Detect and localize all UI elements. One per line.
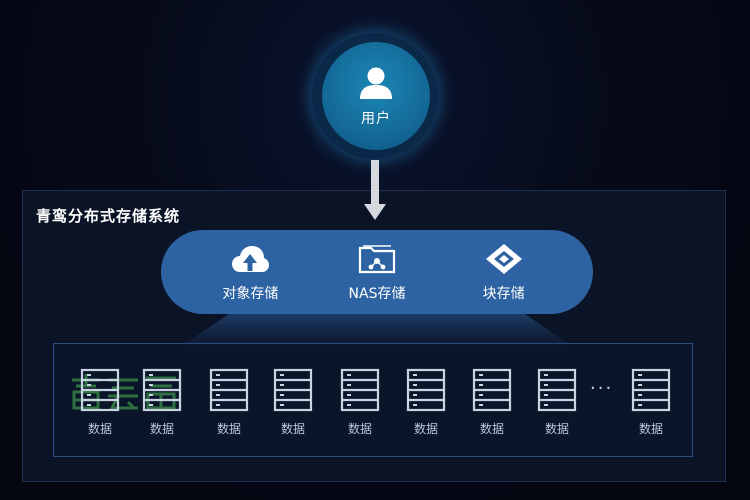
data-node-label: 数据 — [479, 422, 504, 436]
server-rack-icon — [537, 368, 577, 412]
data-node-label: 数据 — [87, 422, 112, 436]
data-node-label: 数据 — [216, 422, 241, 436]
server-rack-icon — [631, 368, 671, 412]
data-node-label: 数据 — [149, 422, 174, 436]
data-node: 数据 — [626, 368, 676, 437]
server-rack-icon — [209, 368, 249, 412]
block-storage-icon — [484, 241, 524, 277]
server-rack-icon — [406, 368, 446, 412]
system-title: 青鸾分布式存储系统 — [36, 207, 181, 225]
service-label: 块存储 — [482, 286, 525, 302]
data-node: 数据 — [467, 368, 517, 437]
server-rack-icon — [80, 368, 120, 412]
user-node: 用户 — [322, 42, 430, 150]
data-node-label: 数据 — [413, 422, 438, 436]
data-node: 数据 — [532, 368, 582, 437]
data-node-label: 数据 — [638, 422, 663, 436]
cloud-upload-icon — [230, 241, 270, 277]
data-node: 数据 — [268, 368, 318, 437]
data-node: 数据 — [204, 368, 254, 437]
arrow-down-icon — [364, 160, 386, 220]
storage-services-bar: 对象存储 NAS存储 — [161, 230, 593, 314]
data-node-label: 数据 — [544, 422, 569, 436]
server-rack-icon — [340, 368, 380, 412]
data-node: 数据 — [137, 368, 187, 437]
data-node-label: 数据 — [280, 422, 305, 436]
data-node: 数据 — [75, 368, 125, 437]
server-rack-icon — [273, 368, 313, 412]
nas-folder-icon — [357, 241, 397, 277]
data-node: 数据 — [335, 368, 385, 437]
service-object-storage[interactable]: 对象存储 — [195, 241, 305, 303]
service-label: NAS存储 — [348, 286, 406, 302]
data-node: 数据 — [401, 368, 451, 437]
server-rack-icon — [472, 368, 512, 412]
service-block-storage[interactable]: 块存储 — [449, 241, 559, 303]
data-node-label: 数据 — [347, 422, 372, 436]
user-icon — [357, 64, 395, 102]
server-rack-icon — [142, 368, 182, 412]
service-nas-storage[interactable]: NAS存储 — [322, 241, 432, 303]
service-label: 对象存储 — [222, 286, 279, 302]
more-nodes-ellipsis: ··· — [590, 378, 614, 399]
user-label: 用户 — [361, 111, 391, 127]
